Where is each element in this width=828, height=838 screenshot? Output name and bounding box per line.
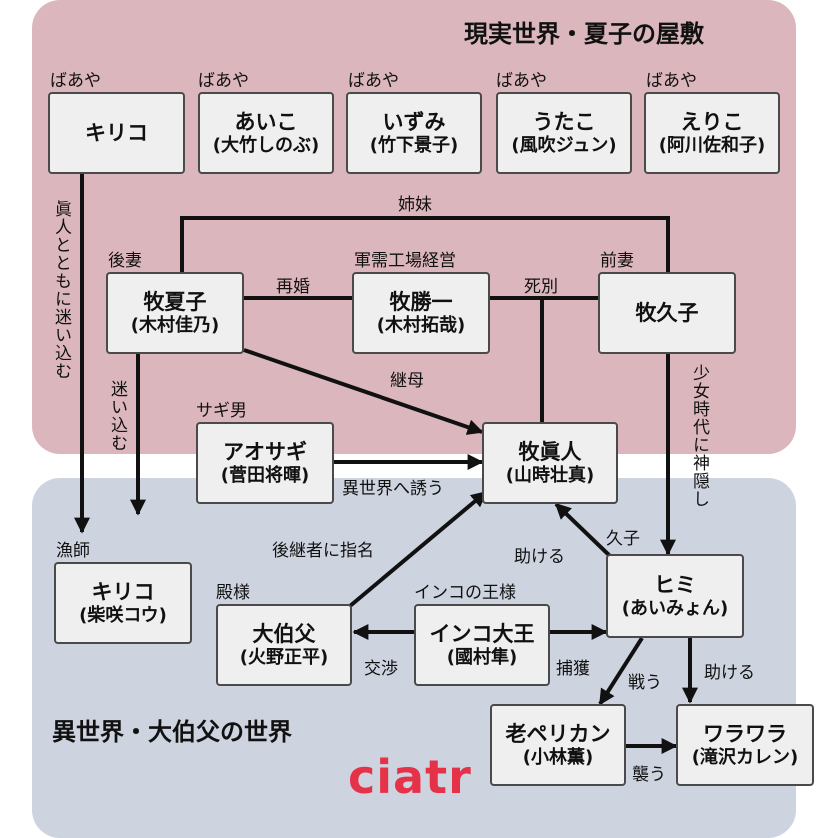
node-shoichi: 牧勝一 (木村拓哉): [352, 272, 490, 354]
node-utako: うたこ (風吹ジュン): [496, 92, 632, 174]
natsuko-name: 牧夏子: [143, 289, 207, 314]
node-warawara: ワラワラ (滝沢カレン): [676, 704, 814, 786]
help-mahito-label: 助ける: [514, 547, 565, 567]
ciatr-logo: ciatr: [348, 750, 472, 804]
utako-role: ばあや: [496, 71, 547, 91]
himi-role: 久子: [606, 529, 640, 549]
warawara-name: ワラワラ: [703, 721, 787, 746]
utako-name: うたこ: [532, 109, 596, 134]
aosagi-role: サギ男: [196, 401, 247, 421]
mahito-actor: (山時壮真): [505, 464, 595, 486]
stepmother-label: 継母: [390, 371, 424, 391]
eriko-name: えりこ: [680, 109, 744, 134]
shoichi-actor: (木村拓哉): [376, 314, 466, 336]
izumi-role: ばあや: [348, 71, 399, 91]
sisters-line: [180, 216, 670, 272]
hisako-role: 前妻: [600, 251, 634, 271]
other-world-title: 異世界・大伯父の世界: [52, 718, 292, 746]
shoichi-name: 牧勝一: [389, 289, 453, 314]
aosagi-actor: (菅田将暉): [220, 464, 310, 486]
shoichi-role: 軍需工場経営: [354, 251, 456, 271]
inko-king-role: インコの王様: [414, 583, 516, 603]
fight-arrow: [598, 636, 644, 706]
eriko-actor: (阿川佐和子): [658, 134, 766, 156]
node-izumi: いずみ (竹下景子): [346, 92, 482, 174]
node-himi: ヒミ (あいみょん): [606, 554, 744, 638]
aiko-role: ばあや: [198, 71, 249, 91]
death-label: 死別: [524, 277, 558, 297]
kiriko-lost-label: 眞人とともに迷い込む: [51, 200, 71, 380]
izumi-name: いずみ: [382, 109, 446, 134]
kiriko-maid-role: ばあや: [50, 71, 101, 91]
remarriage-label: 再婚: [276, 277, 310, 297]
granduncle-name: 大伯父: [252, 621, 316, 646]
node-mahito: 牧眞人 (山時壮真): [482, 422, 618, 504]
utako-actor: (風吹ジュン): [511, 134, 617, 156]
natsuko-lost-label: 迷い込む: [107, 380, 127, 452]
stepmother-arrow: [243, 348, 484, 435]
node-kiriko-fisher: キリコ (柴咲コウ): [54, 562, 192, 644]
granduncle-actor: (火野正平): [239, 646, 329, 668]
kiriko-fisher-name: キリコ: [91, 579, 155, 604]
kiriko-fisher-actor: (柴咲コウ): [79, 604, 167, 626]
natsuko-actor: (木村佳乃): [130, 314, 220, 336]
node-inko-king: インコ大王 (國村隼): [414, 604, 550, 686]
inko-king-actor: (國村隼): [446, 646, 518, 668]
mahito-name: 牧眞人: [518, 439, 582, 464]
izumi-actor: (竹下景子): [369, 134, 459, 156]
capture-label: 捕獲: [556, 659, 590, 679]
node-kiriko-maid: キリコ: [48, 92, 185, 174]
aiko-name: あいこ: [234, 109, 298, 134]
node-aosagi: アオサギ (菅田将暉): [196, 422, 334, 504]
successor-label: 後継者に指名: [272, 541, 374, 561]
node-pelican: 老ペリカン (小林薫): [490, 704, 626, 786]
node-granduncle: 大伯父 (火野正平): [216, 604, 352, 686]
fight-label: 戦う: [628, 673, 662, 693]
sisters-label: 姉妹: [398, 195, 432, 215]
node-natsuko: 牧夏子 (木村佳乃): [106, 272, 244, 354]
successor-arrow: [348, 490, 488, 608]
attack-label: 襲う: [632, 765, 666, 785]
eriko-role: ばあや: [646, 71, 697, 91]
inko-king-name: インコ大王: [429, 621, 535, 646]
hisako-lost-label: 少女時代に神隠し: [689, 364, 709, 508]
node-hisako: 牧久子: [598, 272, 736, 354]
pelican-name: 老ペリカン: [505, 721, 611, 746]
himi-actor: (あいみょん): [621, 597, 729, 619]
help-mahito-arrow: [554, 502, 612, 558]
lure-label: 異世界へ誘う: [342, 479, 444, 499]
aosagi-name: アオサギ: [223, 439, 307, 464]
hisako-name: 牧久子: [635, 300, 699, 325]
real-world-title: 現実世界・夏子の屋敷: [464, 20, 704, 48]
help-warawara-label: 助ける: [704, 663, 755, 683]
negotiation-label: 交渉: [364, 659, 398, 679]
kiriko-fisher-role: 漁師: [56, 541, 90, 561]
kiriko-maid-name: キリコ: [85, 120, 148, 145]
natsuko-role: 後妻: [108, 251, 142, 271]
aiko-actor: (大竹しのぶ): [212, 134, 320, 156]
node-aiko: あいこ (大竹しのぶ): [198, 92, 334, 174]
node-eriko: えりこ (阿川佐和子): [644, 92, 780, 174]
himi-name: ヒミ: [654, 572, 696, 597]
warawara-actor: (滝沢カレン): [691, 746, 799, 768]
pelican-actor: (小林薫): [522, 746, 594, 768]
granduncle-role: 殿様: [216, 583, 250, 603]
